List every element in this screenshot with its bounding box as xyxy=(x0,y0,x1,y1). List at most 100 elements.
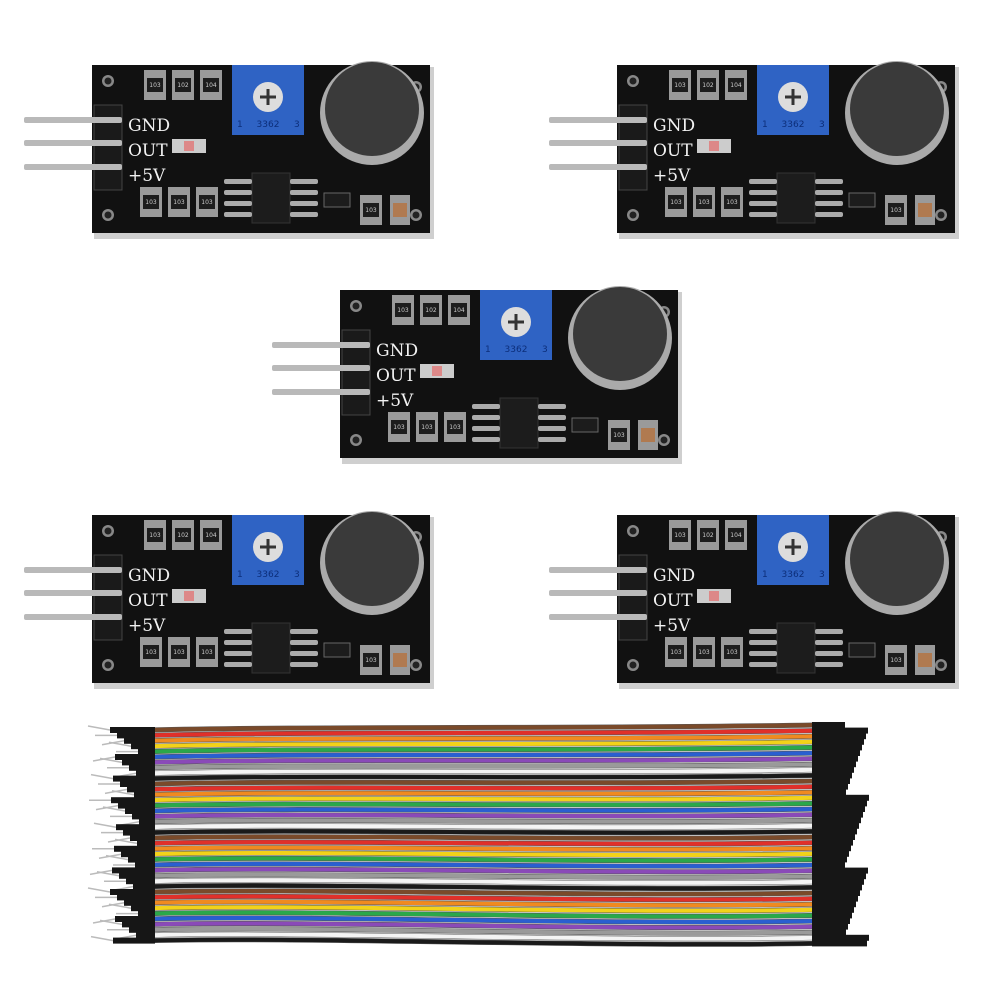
right-connector-housing xyxy=(812,750,860,756)
male-pin xyxy=(96,871,120,877)
potentiometer-label: 3362 xyxy=(257,570,280,580)
jumper-wire xyxy=(149,883,816,891)
ic-lead xyxy=(224,651,252,656)
resistor-code: 103 xyxy=(365,657,377,664)
pin-label-out: OUT xyxy=(653,591,693,611)
pot-pin-1: 1 xyxy=(237,120,243,130)
ic-lead xyxy=(749,179,777,184)
left-connector-housing xyxy=(139,818,155,825)
mounting-hole-center xyxy=(412,661,420,669)
jumper-wire xyxy=(149,762,816,770)
header-pin xyxy=(24,590,122,596)
right-connector-housing xyxy=(812,778,850,784)
ic-lead xyxy=(538,437,566,442)
microphone xyxy=(325,512,419,606)
right-connector-housing xyxy=(812,862,845,868)
pot-pin-3: 3 xyxy=(294,120,300,130)
left-connector-housing xyxy=(137,840,155,847)
ic-lead xyxy=(224,190,252,195)
left-connector-housing xyxy=(130,835,155,841)
ic-lead xyxy=(749,212,777,217)
pin-label-plus5v: +5V xyxy=(653,616,691,636)
male-pin xyxy=(108,741,132,747)
resistor-code: 104 xyxy=(205,82,217,89)
right-connector-housing xyxy=(812,817,861,824)
jumper-wire xyxy=(149,926,816,936)
pot-pin-3: 3 xyxy=(819,120,825,130)
male-pin xyxy=(90,773,114,780)
resistor-code: 103 xyxy=(698,199,710,206)
pin-label-out: OUT xyxy=(128,141,168,161)
resistor-code: 102 xyxy=(702,532,714,539)
pin-label-gnd: GND xyxy=(128,566,170,586)
pin-label-plus5v: +5V xyxy=(128,616,166,636)
resistor-body xyxy=(171,195,187,209)
resistor-code: 102 xyxy=(177,532,189,539)
resistor-code: 103 xyxy=(365,207,377,214)
resistor-code: 102 xyxy=(702,82,714,89)
resistor-code: 103 xyxy=(449,424,461,431)
ic-lead xyxy=(538,415,566,420)
resistor-code: 103 xyxy=(145,199,157,206)
resistor-code: 104 xyxy=(205,532,217,539)
ic-lead xyxy=(224,629,252,634)
resistor-code: 103 xyxy=(173,649,185,656)
right-connector-housing xyxy=(812,755,858,762)
left-connector-housing xyxy=(129,926,155,933)
capacitor-body xyxy=(641,428,655,442)
mounting-hole-center xyxy=(104,211,112,219)
left-connector-housing xyxy=(123,829,155,836)
jumper-wire xyxy=(149,888,816,897)
jumper-wire xyxy=(149,767,816,776)
jumper-wire xyxy=(149,916,816,924)
male-pin xyxy=(102,806,126,812)
transistor xyxy=(323,642,351,658)
left-connector-housing xyxy=(116,824,155,831)
resistor-body xyxy=(147,528,163,542)
jumper-wire xyxy=(149,905,816,913)
ic-lead xyxy=(472,404,500,409)
pin-label-gnd: GND xyxy=(653,566,695,586)
resistor-body xyxy=(696,195,712,209)
resistor-body xyxy=(175,78,191,92)
ic-lead xyxy=(290,212,318,217)
resistor-body xyxy=(888,653,904,667)
right-connector-housing xyxy=(812,839,853,846)
resistor-body xyxy=(700,528,716,542)
male-pin xyxy=(93,822,117,828)
male-pin xyxy=(111,790,135,796)
jumper-wire xyxy=(149,845,816,852)
jumper-wire xyxy=(149,932,816,941)
jumper-wire xyxy=(149,840,816,846)
header-pin xyxy=(24,614,122,620)
mounting-hole-center xyxy=(352,436,360,444)
jumper-wire xyxy=(149,910,816,919)
right-connector-housing xyxy=(812,733,866,740)
right-connector-housing xyxy=(812,878,864,885)
ic-lead xyxy=(290,640,318,645)
jumper-wire xyxy=(149,829,816,835)
jumper-wire xyxy=(149,894,816,902)
header-pin xyxy=(272,365,370,371)
right-connector-housing xyxy=(812,794,869,801)
microphone xyxy=(325,62,419,156)
resistor-body xyxy=(199,195,215,209)
resistor-code: 103 xyxy=(890,207,902,214)
header-pin xyxy=(24,117,122,123)
left-connector-housing xyxy=(124,899,155,906)
mounting-hole-center xyxy=(937,211,945,219)
ic-lead xyxy=(290,179,318,184)
ic-chip xyxy=(251,172,291,224)
right-connector-housing xyxy=(812,845,851,852)
resistor-code: 103 xyxy=(670,649,682,656)
right-connector-housing xyxy=(812,834,855,840)
left-connector-housing xyxy=(133,883,155,890)
resistor-code: 103 xyxy=(201,199,213,206)
left-connector-housing xyxy=(134,791,155,798)
resistor-code: 103 xyxy=(201,649,213,656)
resistor-body xyxy=(391,420,407,434)
potentiometer-slot xyxy=(260,89,276,105)
left-connector-housing xyxy=(115,916,155,922)
